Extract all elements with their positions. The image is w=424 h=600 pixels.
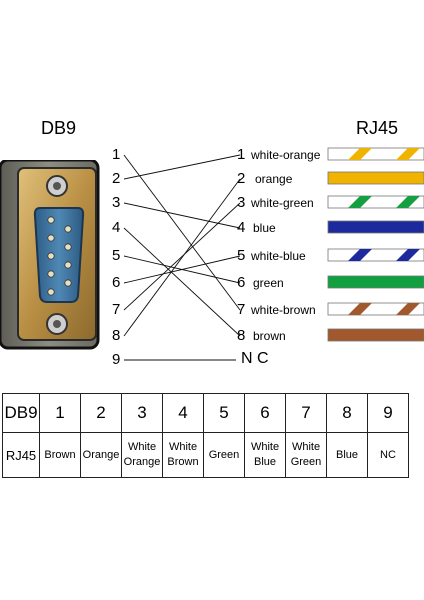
- db9-pin-9: 9: [112, 351, 121, 368]
- rj45-pin-8-number: 8: [237, 327, 246, 344]
- db9-title: DB9: [41, 118, 77, 138]
- db9-cell-2: 2: [80, 393, 122, 433]
- rj45-pin-1-name: white-orange: [251, 148, 321, 162]
- cable-swatch-2: [327, 171, 424, 185]
- wire-db9-4-to-rj45-8: [123, 227, 241, 337]
- wire-db9-2-to-rj45-1: [123, 154, 241, 180]
- wiring-lines: [123, 154, 241, 361]
- cable-swatch-3: [327, 195, 424, 209]
- wire-db9-8-to-rj45-2: [123, 178, 241, 337]
- db9-pin-2: 2: [112, 170, 121, 187]
- rj45-row-header: RJ45: [2, 432, 40, 478]
- cable-swatch-5: [327, 248, 424, 262]
- rj45-cell-9-text: NC: [380, 448, 396, 461]
- rj45-cell-7-line1: White: [291, 441, 321, 453]
- db9-row-header: DB9: [2, 393, 40, 433]
- db9-cell-9: 9: [367, 393, 409, 433]
- rj45-pin-2-name: orange: [255, 172, 293, 186]
- rj45-cell-4-line1: White: [168, 441, 198, 453]
- db9-pin-5: 5: [112, 247, 121, 264]
- rj45-cell-9: NC: [367, 432, 409, 478]
- db9-pin-7: 7: [112, 301, 121, 318]
- wire-db9-6-to-rj45-5: [123, 255, 241, 284]
- rj45-pin-5-number: 5: [237, 247, 246, 264]
- rj45-cell-2: Orange: [80, 432, 122, 478]
- rj45-cell-3-line1: White: [127, 441, 157, 453]
- db9-cell-8: 8: [326, 393, 368, 433]
- rj45-pin-1-number: 1: [237, 146, 246, 163]
- db9-pin-6: 6: [112, 274, 121, 291]
- rj45-pin-6-name: green: [253, 276, 284, 290]
- db9-cell-5: 5: [203, 393, 245, 433]
- rj45-pin-3-number: 3: [237, 194, 246, 211]
- rj45-title: RJ45: [356, 118, 399, 138]
- rj45-cell-1-text: Brown: [44, 448, 76, 461]
- rj45-cell-2-text: Orange: [82, 448, 120, 461]
- rj45-cell-7-line2: Green: [290, 456, 322, 468]
- rj45-pin-7-name: white-brown: [251, 303, 316, 317]
- connector-insert: [33, 207, 85, 303]
- cable-swatch-1: [327, 147, 424, 161]
- rj45-cell-3-line2: Orange: [123, 456, 161, 468]
- rj45-pin-8-name: brown: [253, 329, 286, 343]
- wire-db9-1-to-rj45-7: [123, 154, 241, 311]
- db9-cell-6: 6: [244, 393, 286, 433]
- rj45-pin-3-name: white-green: [251, 196, 314, 210]
- wire-db9-3-to-rj45-4: [123, 202, 241, 229]
- rj45-cell-8-text: Blue: [335, 448, 359, 461]
- rj45-pin-4-name: blue: [253, 221, 276, 235]
- rj45-cell-5: Green: [203, 432, 245, 478]
- rj45-pin-5-name: white-blue: [251, 249, 306, 263]
- nc-label: N C: [241, 350, 269, 367]
- db9-cell-1: 1: [39, 393, 81, 433]
- db9-pin-4: 4: [112, 219, 121, 236]
- cable-swatch-6: [327, 275, 424, 289]
- rj45-cell-6-line1: White: [250, 441, 280, 453]
- rj45-cell-8: Blue: [326, 432, 368, 478]
- db9-cell-7: 7: [285, 393, 327, 433]
- rj45-cable-swatches: [327, 147, 424, 342]
- db9-row: DB9 1 2 3 4 5 6 7 8 9: [2, 393, 409, 433]
- rj45-cell-6-line2: Blue: [253, 456, 277, 468]
- rj45-cell-1: Brown: [39, 432, 81, 478]
- db9-connector-image: [0, 160, 100, 350]
- cable-swatch-4: [327, 220, 424, 234]
- rj45-pin-2-number: 2: [237, 170, 246, 187]
- rj45-cell-4-line2: Brown: [167, 456, 199, 468]
- wire-db9-7-to-rj45-3: [123, 202, 241, 311]
- rj45-pin-4-number: 4: [237, 219, 246, 236]
- pinout-table: DB9 1 2 3 4 5 6 7 8 9 RJ45 Brown Orange …: [2, 393, 409, 478]
- db9-pin-3: 3: [112, 194, 121, 211]
- db9-cell-3: 3: [121, 393, 163, 433]
- db9-pin-1: 1: [112, 146, 121, 163]
- db9-pin-8: 8: [112, 327, 121, 344]
- rj45-pin-7-number: 7: [237, 301, 246, 318]
- cable-swatch-7: [327, 302, 424, 316]
- rj45-cell-5-text: Green: [208, 448, 240, 461]
- cable-swatch-8: [327, 328, 424, 342]
- rj45-pin-6-number: 6: [237, 274, 246, 291]
- db9-cell-4: 4: [162, 393, 204, 433]
